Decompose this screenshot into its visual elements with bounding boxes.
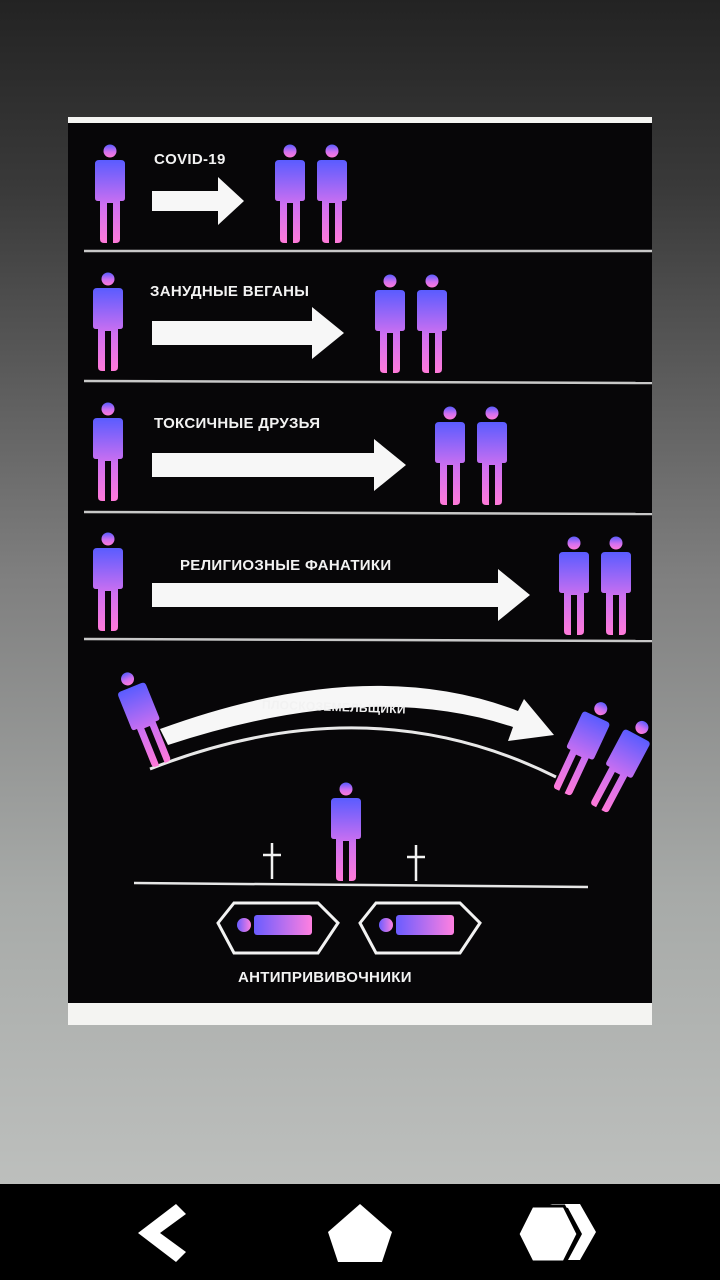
home-icon [328,1204,392,1262]
arrow-toxic-friends [152,439,406,491]
home-button[interactable] [320,1198,400,1268]
footer-label-antivax: АНТИПРИВИВОЧНИКИ [238,969,412,986]
row-label-vegans: ЗАНУДНЫЕ ВЕГАНЫ [150,283,310,300]
separator-line [83,379,652,385]
separator-line [83,637,652,643]
ground-line [133,881,589,889]
photo-frame: COVID-19 ЗАНУДНЫЕ ВЕГАНЫ ТОКСИЧНЫЕ ДРУЗЬ… [68,117,652,1025]
back-button[interactable] [120,1198,200,1268]
separator-line [83,510,652,516]
curved-earth-line [149,726,557,779]
infographic-panel: COVID-19 ЗАНУДНЫЕ ВЕГАНЫ ТОКСИЧНЫЕ ДРУЗЬ… [68,123,652,1003]
arrow-covid [152,177,244,225]
arrow-fanatics [152,569,530,621]
navigation-bar [0,1184,720,1280]
recents-button[interactable] [516,1198,596,1268]
overview-icon [516,1204,596,1264]
chevron-left-icon [138,1204,186,1262]
arrow-vegans [152,307,344,359]
infographic-graphics [83,144,652,955]
row-label-toxic-friends: ТОКСИЧНЫЕ ДРУЗЬЯ [154,415,321,432]
arrow-flat-earth [160,685,554,745]
row-label-covid: COVID-19 [154,151,226,168]
row-label-fanatics: РЕЛИГИОЗНЫЕ ФАНАТИКИ [180,557,392,574]
